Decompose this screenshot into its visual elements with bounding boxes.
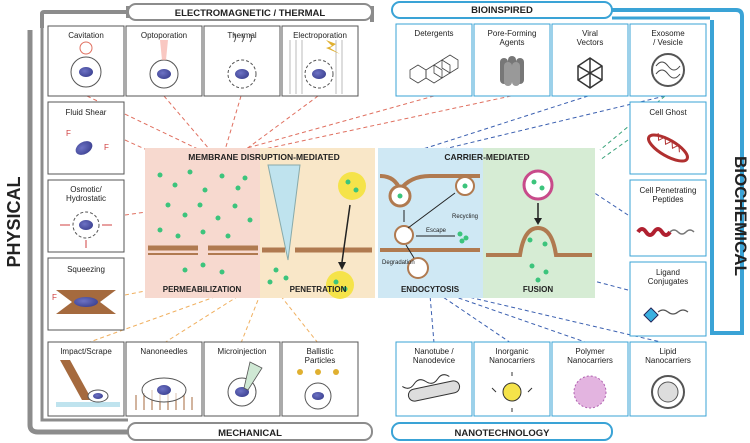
squeezing-label: Squeezing xyxy=(67,265,105,274)
microinjection-label: Microinjection xyxy=(218,347,267,356)
physical-bottom-row xyxy=(47,341,359,417)
biochemical-label: BIOCHEMICAL xyxy=(731,156,750,276)
nanotube-nanodevice-label: Nanotube /Nanodevice xyxy=(413,347,456,365)
endocytosis-illustration xyxy=(379,173,480,279)
fusion-illustration xyxy=(486,169,592,283)
cell-ghost-label: Cell Ghost xyxy=(649,108,687,117)
membrane-disruption-title: MEMBRANE DISRUPTION-MEDIATED xyxy=(188,152,339,162)
degradation-label: Degradation xyxy=(382,260,415,266)
svg-text:F: F xyxy=(66,129,71,138)
carrier-mediated-title: CARRIER-MEDIATED xyxy=(444,152,529,162)
permeabilization-illustration xyxy=(148,169,258,275)
physical-left-column: F F F xyxy=(47,101,125,331)
biochemical-top-row xyxy=(395,23,707,97)
detergents-label: Detergents xyxy=(414,29,453,38)
permeabilization-label: PERMEABILIZATION xyxy=(163,285,242,294)
penetration-label: PENETRATION xyxy=(290,285,347,294)
mechanical-label: MECHANICAL xyxy=(218,428,282,439)
electromagnetic-thermal-label: ELECTROMAGNETIC / THERMAL xyxy=(175,8,326,19)
bioinspired-label: BIOINSPIRED xyxy=(471,5,533,16)
svg-text:F: F xyxy=(104,143,109,152)
physical-top-row xyxy=(47,25,359,97)
physical-label: PHYSICAL xyxy=(4,176,24,267)
fusion-label: FUSION xyxy=(523,285,553,294)
thermal-label: Thermal xyxy=(227,31,257,40)
electroporation-label: Electroporation xyxy=(293,31,347,40)
svg-text:F: F xyxy=(52,293,57,302)
recycling-label: Recycling xyxy=(452,214,478,220)
optoporation-label: Optoporation xyxy=(141,31,187,40)
impact-scrape-label: Impact/Scrape xyxy=(60,347,112,356)
physical-frame xyxy=(27,3,374,441)
cavitation-label: Cavitation xyxy=(68,31,104,40)
biochemical-frame xyxy=(391,1,744,441)
endocytosis-label: ENDOCYTOSIS xyxy=(401,285,460,294)
penetration-illustration xyxy=(262,164,372,299)
biochemical-right-column xyxy=(629,101,707,337)
fluid-shear-label: Fluid Shear xyxy=(66,108,107,117)
exosome-vesicle-label: Exosome/ Vesicle xyxy=(651,29,685,47)
biochemical-bottom-row xyxy=(395,341,707,417)
center-panels xyxy=(145,148,595,298)
escape-label: Escape xyxy=(426,228,447,234)
nanoneedles-label: Nanoneedles xyxy=(140,347,187,356)
nanotechnology-label: NANOTECHNOLOGY xyxy=(455,428,551,439)
osmotic-hydrostatic-label: Osmotic/Hydrostatic xyxy=(66,185,106,203)
